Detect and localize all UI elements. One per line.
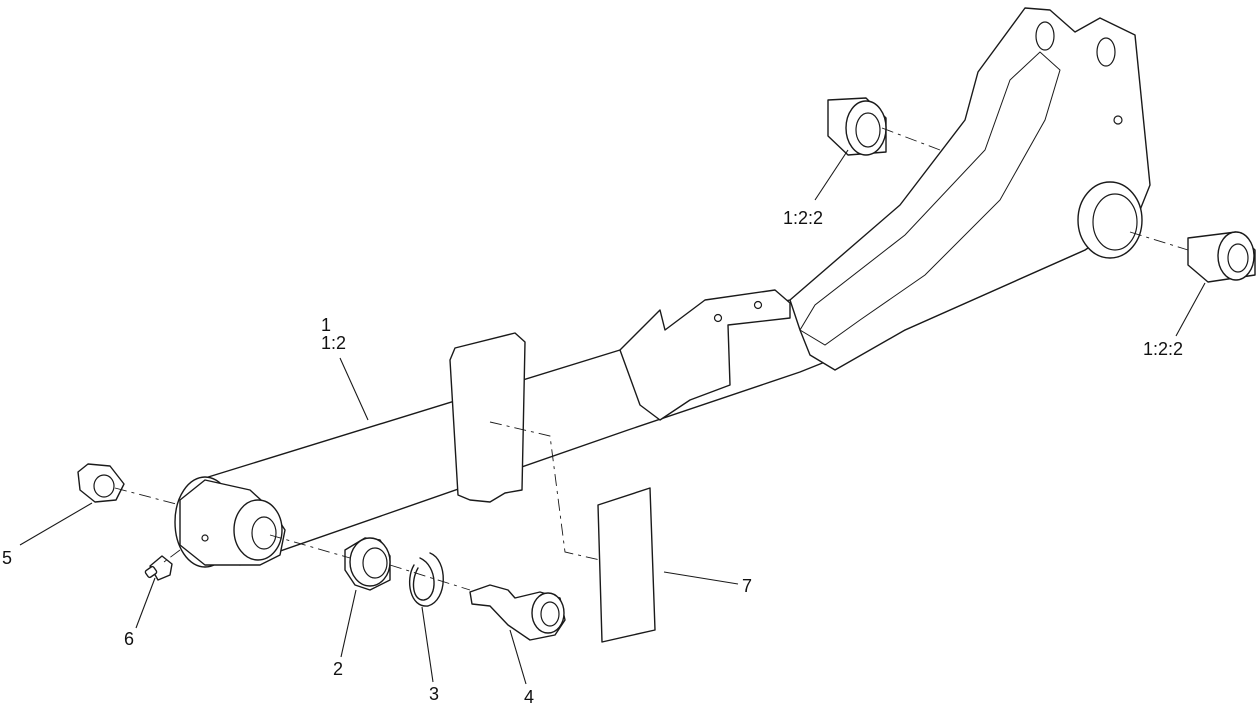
pivot-boss-bore bbox=[1092, 193, 1138, 251]
decal bbox=[597, 487, 656, 643]
callout-item-1-2-2-right: 1:2:2 bbox=[1143, 339, 1183, 359]
callout-item-4: 4 bbox=[524, 687, 534, 707]
callout-item-2: 2 bbox=[333, 659, 343, 679]
leader-item-1-2-2-top bbox=[814, 149, 849, 201]
callout-item-7: 7 bbox=[742, 576, 752, 596]
callout-item-3: 3 bbox=[429, 684, 439, 704]
small-hole bbox=[1113, 115, 1123, 125]
grease-fitting bbox=[144, 555, 173, 581]
flange-bushing bbox=[344, 537, 391, 591]
leader-item-4 bbox=[509, 629, 527, 685]
leader-item-6 bbox=[135, 577, 156, 629]
leader-item-1 bbox=[339, 357, 369, 421]
leader-item-2 bbox=[340, 589, 357, 658]
leader-item-1-2-2-right bbox=[1175, 282, 1206, 337]
nut bbox=[77, 463, 125, 503]
arm-bracket bbox=[619, 289, 791, 421]
pivot-hole-upper-right bbox=[1096, 37, 1116, 67]
pivot-hole-upper-left bbox=[1035, 21, 1055, 51]
bushing-right bbox=[1187, 231, 1256, 283]
arm-plate-slot bbox=[799, 51, 1061, 346]
grease-port-hole bbox=[201, 534, 209, 542]
callout-item-1: 1 bbox=[321, 315, 331, 335]
retaining-ring bbox=[408, 552, 444, 607]
leader-item-3 bbox=[421, 606, 434, 683]
bumper-pad bbox=[449, 332, 526, 503]
centerlines bbox=[114, 127, 1189, 591]
callout-item-1-2: 1:2 bbox=[321, 333, 346, 353]
leader-item-7 bbox=[663, 571, 739, 585]
bracket-hole-2 bbox=[753, 300, 763, 310]
bushing-top bbox=[827, 97, 887, 156]
callout-labels: 1 1:2 1:2:2 1:2:2 5 6 2 3 4 7 bbox=[2, 208, 1183, 707]
leader-item-5 bbox=[19, 502, 93, 546]
callout-item-1-2-2-top: 1:2:2 bbox=[783, 208, 823, 228]
callout-item-6: 6 bbox=[124, 629, 134, 649]
arm-side-plate bbox=[789, 7, 1151, 371]
callout-item-5: 5 bbox=[2, 548, 12, 568]
bracket-hole-1 bbox=[713, 313, 723, 323]
arm-assembly bbox=[174, 7, 1151, 568]
pivot-pin bbox=[469, 584, 566, 641]
tube-front-bore bbox=[251, 516, 277, 550]
leader-lines bbox=[19, 149, 1206, 685]
